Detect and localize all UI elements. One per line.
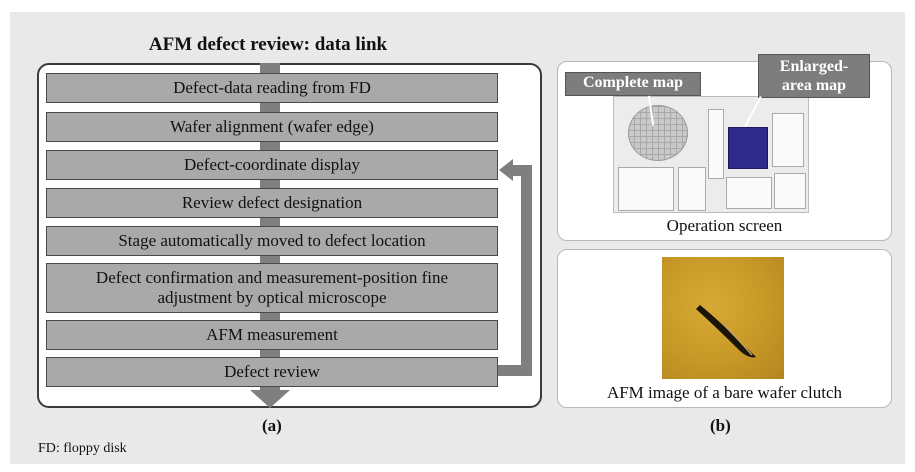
- defect-streak-icon: [696, 305, 756, 358]
- loop-arrow-bottom: [498, 365, 532, 376]
- callout-complete-map: Complete map: [565, 72, 701, 96]
- loop-arrow-top: [510, 165, 532, 176]
- loop-arrow-vertical: [521, 165, 532, 376]
- caption-operation-screen: Operation screen: [666, 216, 783, 235]
- flow-arrow-head: [250, 390, 290, 408]
- afm-defect-image: [662, 257, 784, 379]
- step-5: Stage automatically moved to defect loca…: [46, 226, 498, 256]
- screen-form-bottom-right: [774, 173, 806, 209]
- callout-enlarged-area-map: Enlarged-area map: [758, 54, 870, 98]
- screen-form-right: [772, 113, 804, 167]
- panel-a-title: AFM defect review: data link: [148, 34, 388, 55]
- screen-form-column: [708, 109, 724, 179]
- step-1: Defect-data reading from FD: [46, 73, 498, 103]
- step-7: AFM measurement: [46, 320, 498, 350]
- step-8: Defect review: [46, 357, 498, 387]
- screen-form-bottom: [726, 177, 772, 209]
- enlarged-area-map: [728, 127, 768, 169]
- caption-afm-image: AFM image of a bare wafer clutch: [606, 383, 843, 402]
- step-2: Wafer alignment (wafer edge): [46, 112, 498, 142]
- panel-a-label: (a): [262, 416, 282, 435]
- step-6: Defect confirmation and measurement-posi…: [46, 263, 498, 313]
- loop-arrow-head: [499, 159, 513, 181]
- screen-form-left: [618, 167, 674, 211]
- wafer-complete-map: [628, 105, 688, 161]
- screen-form-mid: [678, 167, 706, 211]
- step-3: Defect-coordinate display: [46, 150, 498, 180]
- footnote: FD: floppy disk: [38, 441, 127, 456]
- step-4: Review defect designation: [46, 188, 498, 218]
- operation-screen-image: [613, 96, 809, 213]
- panel-b-label: (b): [710, 416, 731, 435]
